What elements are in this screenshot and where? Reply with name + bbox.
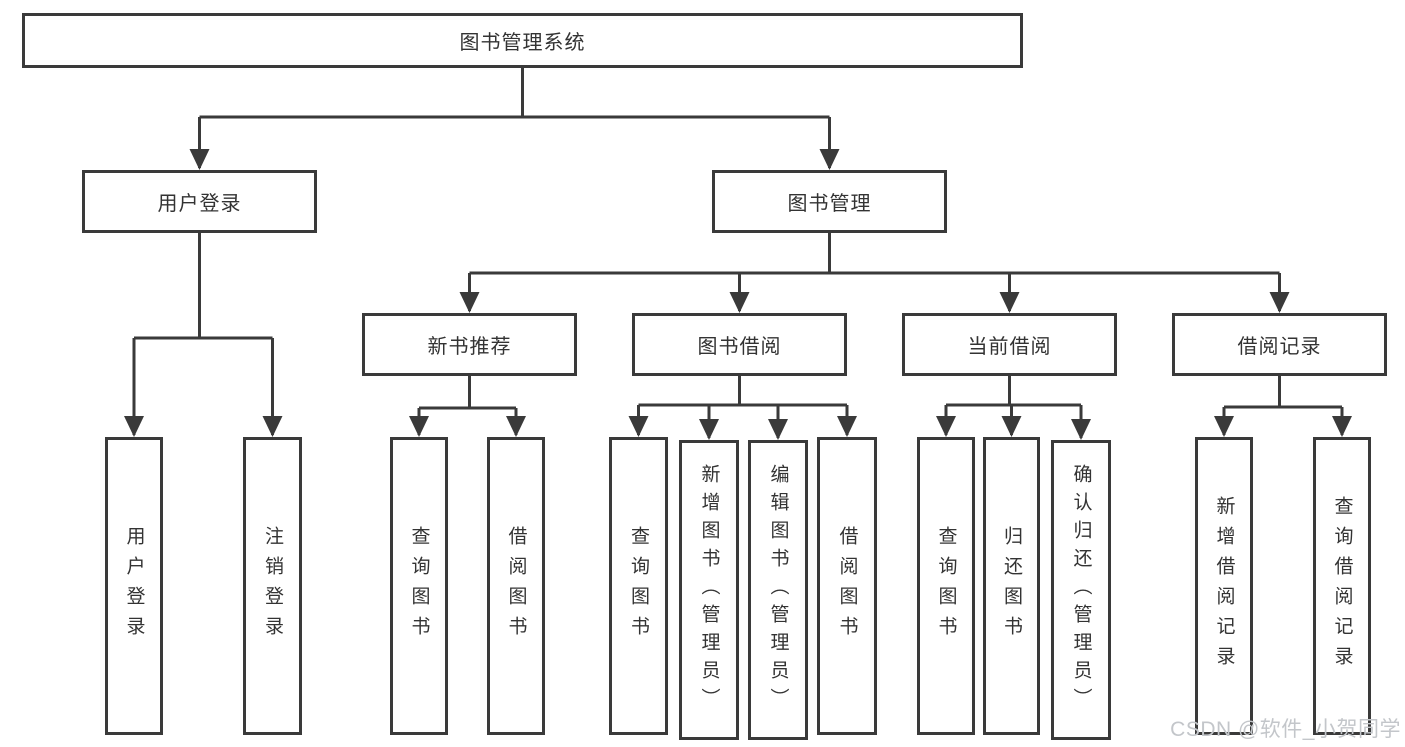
leaf-user-login-label: 用户登录 xyxy=(123,526,145,646)
leaf-bb-edit-books-admin-label: 编辑图书（管理员） xyxy=(767,464,789,716)
connector-borrow-records xyxy=(1222,376,1344,435)
node-root: 图书管理系统 xyxy=(22,13,1023,68)
leaf-cb-return-books: 归还图书 xyxy=(983,437,1040,735)
node-root-label: 图书管理系统 xyxy=(459,32,586,54)
leaf-cb-query-books-label: 查询图书 xyxy=(935,526,957,646)
node-current-borrow-label: 当前借阅 xyxy=(967,336,1052,358)
node-user-login-label: 用户登录 xyxy=(157,193,242,215)
leaf-logout-login: 注销登录 xyxy=(243,437,302,735)
node-borrow-records: 借阅记录 xyxy=(1172,313,1387,376)
leaf-cb-query-books: 查询图书 xyxy=(917,437,975,735)
leaf-br-query-record-label: 查询借阅记录 xyxy=(1331,496,1353,676)
node-new-book-recommend: 新书推荐 xyxy=(362,313,577,376)
leaf-nbr-borrow-books: 借阅图书 xyxy=(487,437,545,735)
leaf-br-query-record: 查询借阅记录 xyxy=(1313,437,1371,735)
leaf-nbr-query-books: 查询图书 xyxy=(390,437,448,735)
leaf-bb-borrow-books-label: 借阅图书 xyxy=(836,526,858,646)
connector-book-borrow xyxy=(637,376,849,438)
leaf-br-add-record: 新增借阅记录 xyxy=(1195,437,1253,735)
leaf-nbr-borrow-books-label: 借阅图书 xyxy=(505,526,527,646)
node-user-login: 用户登录 xyxy=(82,170,317,233)
leaf-cb-confirm-return-admin-label: 确认归还（管理员） xyxy=(1070,464,1092,716)
node-book-borrow: 图书借阅 xyxy=(632,313,847,376)
node-book-management: 图书管理 xyxy=(712,170,947,233)
node-book-management-label: 图书管理 xyxy=(787,193,872,215)
leaf-logout-login-label: 注销登录 xyxy=(262,526,283,646)
connector-root xyxy=(198,68,831,168)
leaf-bb-borrow-books: 借阅图书 xyxy=(817,437,877,735)
leaf-bb-query-books-label: 查询图书 xyxy=(628,526,649,646)
leaf-nbr-query-books-label: 查询图书 xyxy=(408,526,430,646)
node-current-borrow: 当前借阅 xyxy=(902,313,1117,376)
node-new-book-recommend-label: 新书推荐 xyxy=(427,336,512,358)
leaf-cb-return-books-label: 归还图书 xyxy=(1001,526,1022,646)
leaf-bb-add-books-admin-label: 新增图书（管理员） xyxy=(698,464,720,716)
csdn-watermark: CSDN @软件_小贺同学 xyxy=(1170,718,1401,741)
node-book-borrow-label: 图书借阅 xyxy=(697,336,782,358)
leaf-bb-query-books: 查询图书 xyxy=(609,437,668,735)
leaf-user-login: 用户登录 xyxy=(105,437,163,735)
connector-new-book xyxy=(417,376,518,435)
leaf-br-add-record-label: 新增借阅记录 xyxy=(1213,496,1235,676)
node-borrow-records-label: 借阅记录 xyxy=(1237,336,1322,358)
connector-user-login xyxy=(132,233,274,435)
leaf-bb-edit-books-admin: 编辑图书（管理员） xyxy=(748,440,808,740)
connector-current-borrow xyxy=(944,376,1083,438)
leaf-bb-add-books-admin: 新增图书（管理员） xyxy=(679,440,739,740)
connector-book-mgmt xyxy=(468,233,1281,311)
leaf-cb-confirm-return-admin: 确认归还（管理员） xyxy=(1051,440,1111,740)
